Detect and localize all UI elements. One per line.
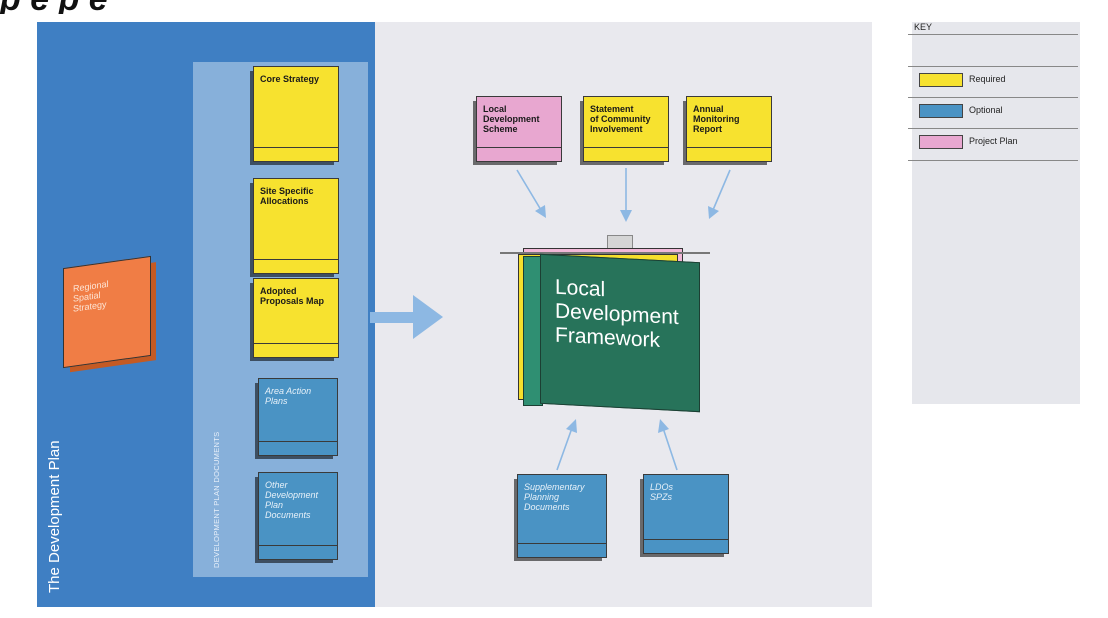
folder-flap bbox=[253, 343, 339, 344]
key-swatch-project-plan bbox=[919, 135, 963, 149]
big-arrow-shaft bbox=[370, 312, 415, 323]
supplementary-planning-documents-doc: Supplementary Planning Documents bbox=[512, 471, 607, 558]
annual-monitoring-report-label: Annual Monitoring Report bbox=[693, 104, 740, 134]
arrow-sci-head bbox=[620, 210, 632, 222]
arrow-spd bbox=[556, 427, 573, 471]
annual-monitoring-report-doc: Annual Monitoring Report bbox=[686, 96, 772, 162]
arrow-lds bbox=[516, 169, 542, 211]
big-arrow bbox=[370, 295, 443, 339]
folder-flap bbox=[253, 147, 339, 148]
supplementary-planning-documents-label: Supplementary Planning Documents bbox=[524, 482, 585, 512]
arrow-lds-head bbox=[535, 205, 546, 218]
key-divider bbox=[908, 66, 1078, 67]
folder-flap bbox=[517, 543, 607, 544]
framework-hanging-rod bbox=[500, 252, 710, 254]
adopted-proposals-map-doc: Adopted Proposals Map bbox=[253, 278, 339, 358]
ldos-spzs-label: LDOs SPZs bbox=[650, 482, 674, 502]
arrow-amr-head bbox=[708, 206, 719, 219]
other-development-plan-documents-doc: Other Development Plan Documents bbox=[253, 469, 338, 560]
statement-of-community-involvement-label: Statement of Community Involvement bbox=[590, 104, 651, 134]
site-specific-allocations-label: Site Specific Allocations bbox=[260, 186, 314, 206]
cropped-heading-text: p e p e bbox=[0, 0, 108, 14]
area-action-plans-label: Area Action Plans bbox=[265, 386, 312, 406]
core-strategy-label: Core Strategy bbox=[260, 74, 320, 84]
folder-flap bbox=[583, 147, 669, 148]
arrow-ldos-head bbox=[658, 419, 669, 433]
key-swatch-optional bbox=[919, 104, 963, 118]
key-divider bbox=[908, 97, 1078, 98]
key-label-optional: Optional bbox=[969, 105, 1003, 115]
adopted-proposals-map-label: Adopted Proposals Map bbox=[260, 286, 325, 306]
key-divider bbox=[908, 128, 1078, 129]
local-development-scheme-doc: Local Development Scheme bbox=[476, 96, 562, 162]
folder-flap bbox=[643, 539, 729, 540]
arrow-ldos bbox=[662, 427, 678, 471]
site-specific-allocations-doc: Site Specific Allocations bbox=[253, 178, 339, 274]
ldos-spzs-doc: LDOs SPZs bbox=[638, 471, 729, 554]
statement-of-community-involvement-doc: Statement of Community Involvement bbox=[583, 96, 669, 162]
folder-flap bbox=[253, 259, 339, 260]
core-strategy-doc: Core Strategy bbox=[253, 66, 339, 162]
key-label-required: Required bbox=[969, 74, 1006, 84]
local-development-scheme-label: Local Development Scheme bbox=[483, 104, 540, 134]
arrow-spd-head bbox=[566, 419, 577, 433]
folder-flap bbox=[258, 441, 338, 442]
other-development-plan-documents-label: Other Development Plan Documents bbox=[265, 480, 319, 520]
folder-flap bbox=[476, 147, 562, 148]
key-title: KEY bbox=[914, 22, 933, 32]
key-divider bbox=[908, 160, 1078, 161]
key-label-project-plan: Project Plan bbox=[969, 136, 1018, 146]
key-swatch-required bbox=[919, 73, 963, 87]
area-action-plans-doc: Area Action Plans bbox=[253, 375, 338, 456]
cropped-heading: p e p e bbox=[0, 0, 1108, 14]
big-arrow-head bbox=[413, 295, 443, 339]
folder-flap bbox=[686, 147, 772, 148]
folder-flap bbox=[258, 545, 338, 546]
key-divider bbox=[908, 34, 1078, 35]
arrow-amr bbox=[712, 169, 731, 211]
